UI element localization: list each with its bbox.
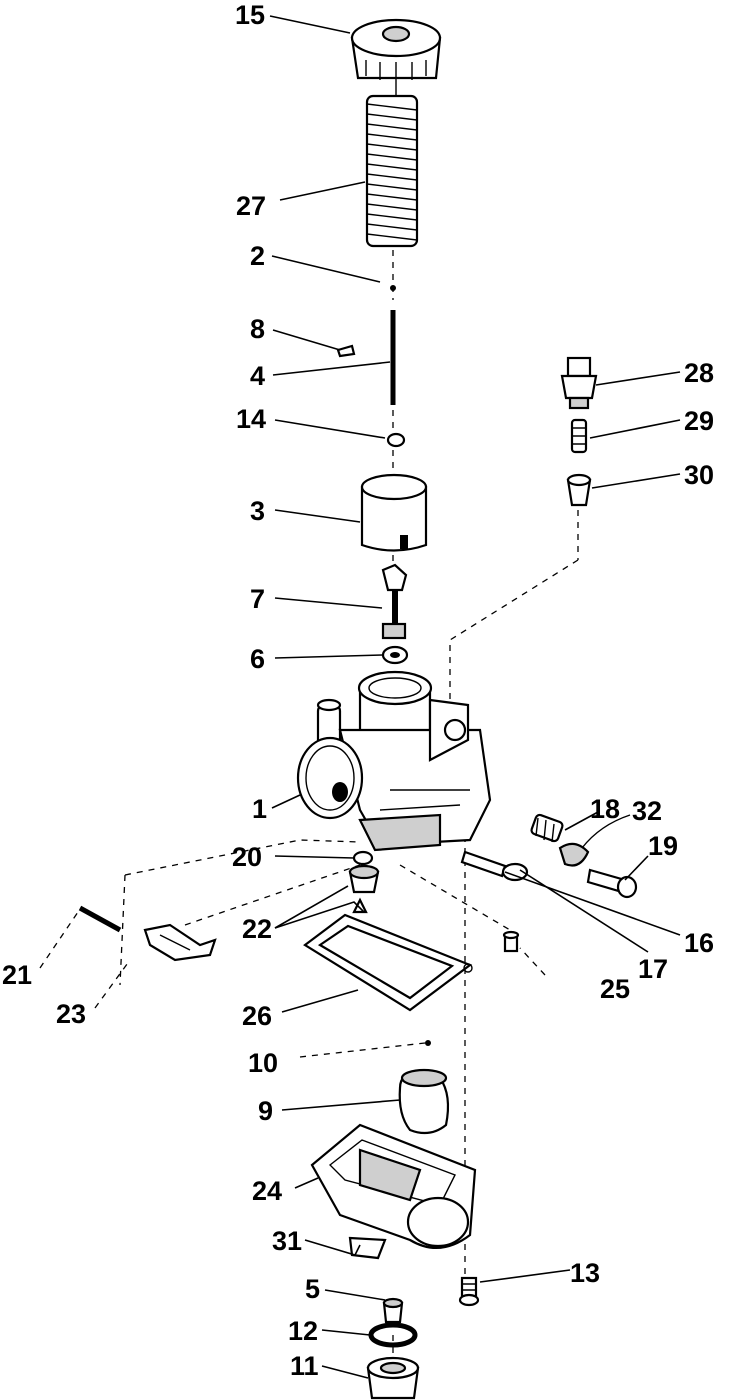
part-adjuster-screw [381, 563, 408, 640]
callout-32: 32 [632, 796, 662, 826]
part-bowl-screw [458, 1276, 480, 1307]
callout-12: 12 [288, 1316, 318, 1346]
callout-9: 9 [258, 1096, 273, 1126]
part-nut [381, 645, 409, 665]
part-main-jet [352, 850, 374, 866]
leader-lines [39, 15, 681, 1379]
part-idle-screw [460, 850, 529, 882]
callout-29: 29 [684, 406, 714, 436]
callout-25: 25 [600, 974, 630, 1004]
callout-1: 1 [252, 794, 267, 824]
callout-14: 14 [236, 404, 266, 434]
part-float-pin-arm [78, 905, 217, 962]
part-throttle-valve [360, 473, 428, 552]
part-small-pin [425, 1040, 431, 1046]
callout-17: 17 [638, 954, 668, 984]
callout-7: 7 [250, 584, 265, 614]
part-float [398, 1068, 450, 1135]
callout-3: 3 [250, 496, 265, 526]
callout-22: 22 [242, 914, 272, 944]
callout-30: 30 [684, 460, 714, 490]
callout-5: 5 [305, 1274, 320, 1304]
part-o-ring [368, 1322, 418, 1348]
callout-21: 21 [2, 960, 32, 990]
part-spring [365, 80, 419, 248]
callout-16: 16 [684, 928, 714, 958]
callout-8: 8 [250, 314, 265, 344]
part-clip [390, 285, 396, 291]
callout-6: 6 [250, 644, 265, 674]
callout-2: 2 [250, 241, 265, 271]
part-carburetor-body [296, 670, 492, 852]
callout-26: 26 [242, 1001, 272, 1031]
callout-24: 24 [252, 1176, 282, 1206]
callout-11: 11 [290, 1351, 319, 1381]
callout-23: 23 [56, 999, 86, 1029]
callout-13: 13 [570, 1258, 600, 1288]
callout-18: 18 [590, 794, 620, 824]
part-jet-holder [348, 864, 380, 914]
part-pilot-jet [382, 1297, 404, 1324]
callout-20: 20 [232, 842, 262, 872]
part-float-bowl [310, 1123, 477, 1260]
part-gasket [303, 913, 473, 1012]
callout-31: 31 [272, 1226, 302, 1256]
callout-15: 15 [235, 0, 265, 30]
part-small-bolt [502, 930, 520, 953]
callout-19: 19 [648, 831, 678, 861]
part-cap [350, 18, 442, 80]
callout-28: 28 [684, 358, 714, 388]
callout-4: 4 [250, 361, 265, 391]
part-jet-needle [336, 310, 396, 405]
part-fitting-set [560, 356, 598, 507]
part-drain-plug [366, 1356, 420, 1400]
callout-labels: 15 27 2 8 4 14 3 7 6 28 29 30 1 18 32 19… [2, 0, 714, 1381]
callout-27: 27 [236, 191, 266, 221]
part-washer [386, 432, 406, 448]
callout-10: 10 [248, 1048, 278, 1078]
part-side-adjusters [530, 813, 638, 899]
